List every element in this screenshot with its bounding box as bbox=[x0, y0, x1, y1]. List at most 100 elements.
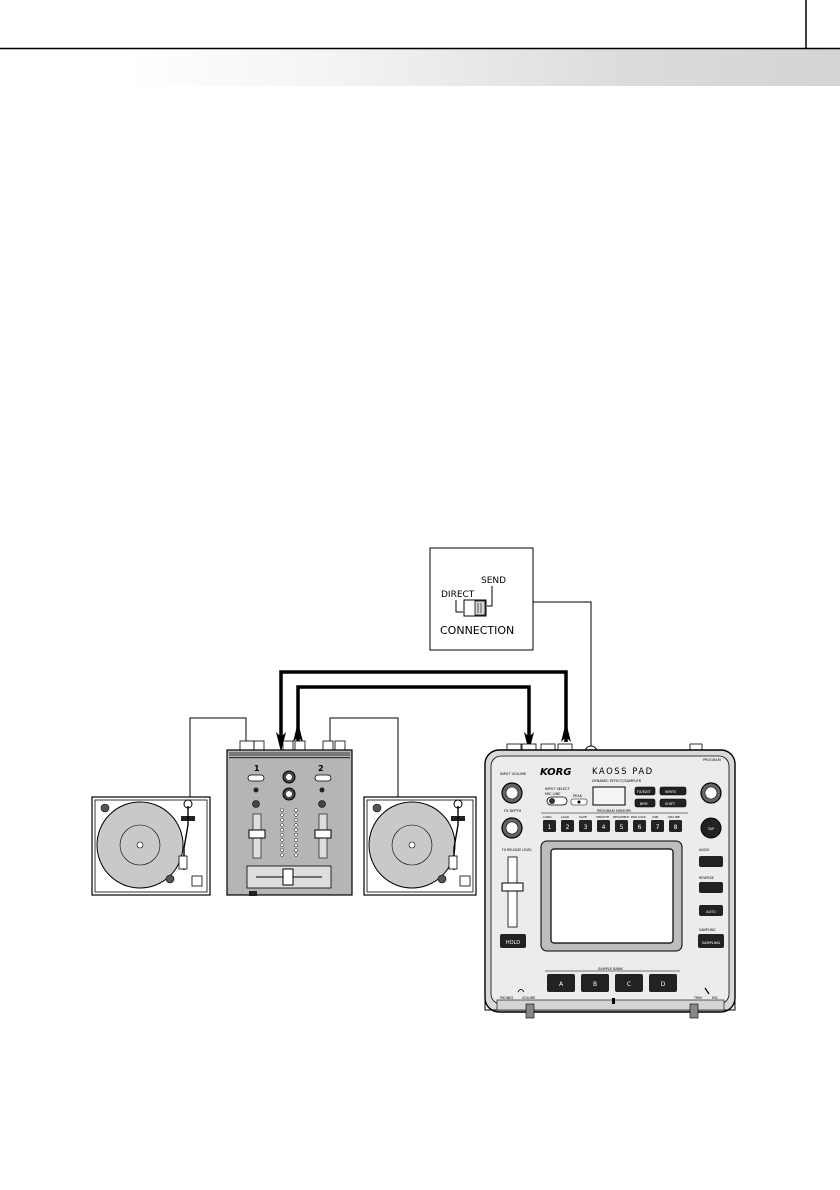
bpm-label: BPM bbox=[640, 802, 648, 806]
memory-number-4: 4 bbox=[602, 824, 606, 831]
sample-button-c[interactable] bbox=[615, 974, 643, 992]
dj-mixer: 1 2 bbox=[226, 740, 353, 896]
audio-label: AUDIO bbox=[699, 848, 710, 852]
sample-button-d[interactable] bbox=[649, 974, 677, 992]
kaoss-subtitle: DYNAMIC EFFECT/SAMPLER bbox=[592, 779, 642, 783]
sample-button-b[interactable] bbox=[581, 974, 609, 992]
cable-outer bbox=[279, 670, 568, 742]
memory-button-8[interactable] bbox=[669, 820, 682, 832]
sample-label-a: A bbox=[559, 981, 564, 988]
auto-label: AUTO bbox=[706, 910, 716, 914]
memory-number-1: 1 bbox=[548, 824, 552, 831]
memory-button-6[interactable] bbox=[633, 820, 646, 832]
fx-depth-label: FX DEPTH bbox=[504, 809, 522, 813]
shift-label: SHIFT bbox=[665, 802, 676, 806]
memory-label-4: SMOOTH bbox=[596, 815, 609, 819]
auto-button[interactable] bbox=[699, 905, 723, 916]
mic-jack bbox=[689, 1003, 699, 1019]
shift-button[interactable] bbox=[659, 798, 687, 808]
arrow-up-from-mixer bbox=[293, 722, 303, 742]
memory-number-2: 2 bbox=[566, 824, 570, 831]
connection-inset: SEND DIRECT CONNECTION bbox=[429, 547, 534, 651]
mixer-channel-2-label: 2 bbox=[318, 764, 324, 773]
ch2-fader[interactable] bbox=[314, 829, 332, 839]
kaoss-pad: KORG KAOSS PAD DYNAMIC EFFECT/SAMPLER IN… bbox=[484, 743, 736, 1019]
write-label: WRITE bbox=[665, 790, 676, 794]
headphones-icon bbox=[517, 989, 525, 993]
sampling-label: SAMPLING bbox=[699, 928, 716, 932]
memory-buttons bbox=[543, 820, 682, 832]
memory-number-6: 6 bbox=[638, 824, 642, 831]
memory-label-6: PAD LOCK bbox=[631, 815, 647, 819]
memory-labels: CARD LOAD SAVE SMOOTH RESAMPLE PAD LOCK … bbox=[543, 815, 680, 819]
memory-number-8: 8 bbox=[674, 824, 678, 831]
arrow-down-to-kaoss bbox=[524, 732, 534, 752]
ch1-switch[interactable] bbox=[247, 774, 265, 782]
header-band bbox=[0, 0, 840, 86]
memory-number-7: 7 bbox=[656, 824, 660, 831]
touch-pad[interactable] bbox=[550, 848, 674, 944]
reverse-button[interactable] bbox=[699, 882, 723, 893]
cable-inner bbox=[296, 685, 531, 742]
mixer-channel-1-label: 1 bbox=[254, 764, 260, 773]
memory-button-2[interactable] bbox=[561, 820, 574, 832]
fx-edit-button[interactable] bbox=[634, 786, 656, 796]
crossfader[interactable] bbox=[282, 868, 294, 886]
ch1-fader[interactable] bbox=[248, 829, 266, 839]
fx-release-slider[interactable] bbox=[501, 882, 524, 892]
memory-button-3[interactable] bbox=[579, 820, 592, 832]
memory-number-5: 5 bbox=[620, 824, 624, 831]
tap-button[interactable] bbox=[700, 817, 722, 839]
left-turntable bbox=[91, 796, 211, 896]
header-rule bbox=[0, 0, 840, 50]
volume-label: VOLUME bbox=[522, 996, 535, 1000]
memory-label-8: SD/LINE bbox=[668, 815, 680, 819]
hold-label: HOLD bbox=[506, 940, 520, 946]
arrow-up-from-kaoss bbox=[561, 722, 571, 742]
phones-jack bbox=[525, 1003, 535, 1019]
ch2-switch[interactable] bbox=[314, 774, 332, 782]
memory-label-5: RESAMPLE bbox=[613, 815, 629, 819]
memory-button-4[interactable] bbox=[597, 820, 610, 832]
sampling-button-label: SAMPLING bbox=[702, 941, 721, 945]
inset-leader-line bbox=[533, 601, 592, 752]
sample-button-a[interactable] bbox=[547, 974, 575, 992]
trim-label: TRIM bbox=[693, 996, 702, 1000]
memory-button-numbers: 1 2 3 4 5 6 7 8 bbox=[548, 824, 678, 831]
sampling-button[interactable] bbox=[698, 934, 724, 948]
kaoss-display bbox=[592, 786, 626, 806]
write-button[interactable] bbox=[659, 786, 687, 796]
input-select-label: INPUT SELECT bbox=[545, 787, 571, 791]
sample-label-c: C bbox=[627, 981, 631, 988]
right-turntable bbox=[363, 796, 477, 896]
hold-button[interactable] bbox=[500, 934, 526, 948]
connection-caption: CONNECTION bbox=[440, 624, 514, 637]
audio-cables bbox=[279, 670, 568, 742]
cable-arrows bbox=[276, 722, 571, 752]
right-turntable-cable bbox=[329, 717, 399, 800]
memory-button-1[interactable] bbox=[543, 820, 556, 832]
reverse-label: REVERSE bbox=[699, 876, 714, 880]
header-gradient bbox=[126, 48, 840, 86]
memory-button-7[interactable] bbox=[651, 820, 664, 832]
memory-label-1: CARD bbox=[543, 815, 552, 819]
program-memory-label: PROGRAM MEMORY bbox=[597, 809, 632, 813]
memory-label-7: USB bbox=[652, 815, 658, 819]
mic-icon bbox=[704, 987, 710, 995]
fx-edit-label: FX/EDIT bbox=[637, 790, 652, 794]
kaoss-model: KAOSS PAD bbox=[592, 767, 654, 777]
input-select-options: MIC LINE bbox=[545, 792, 560, 796]
memory-button-5[interactable] bbox=[615, 820, 628, 832]
mic-label: MIC bbox=[712, 996, 719, 1000]
fx-release-label: FX RELEASE LEVEL bbox=[502, 848, 532, 852]
input-volume-label: INPUT VOLUME bbox=[500, 772, 526, 776]
bpm-button[interactable] bbox=[634, 798, 656, 808]
memory-label-2: LOAD bbox=[561, 815, 570, 819]
arrow-down-to-mixer bbox=[276, 732, 286, 752]
kaoss-brand: KORG bbox=[540, 767, 572, 778]
memory-number-3: 3 bbox=[584, 824, 588, 831]
tap-label: TAP bbox=[707, 827, 714, 831]
left-turntable-cable bbox=[189, 717, 247, 800]
audio-button[interactable] bbox=[699, 856, 723, 867]
